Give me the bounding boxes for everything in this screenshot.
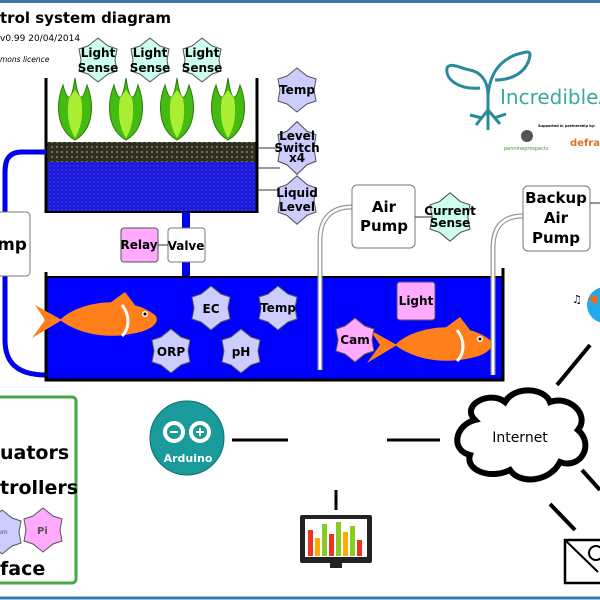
svg-text:Sense: Sense: [430, 216, 471, 230]
svg-text:Pump: Pump: [360, 217, 408, 235]
plant-icon: [211, 77, 245, 141]
pennine-logo-icon: [521, 130, 533, 142]
svg-text:ORP: ORP: [157, 345, 185, 359]
svg-text:EC: EC: [202, 302, 219, 316]
interface-actuators-text: uators: [0, 442, 69, 464]
interface-hex-pi: Pi: [23, 507, 63, 553]
svg-text:um: um: [0, 529, 8, 536]
plant-icon: [58, 77, 92, 141]
svg-text:pH: pH: [232, 345, 251, 359]
backup-air-pump-box: [522, 185, 591, 252]
monitor-icon: [300, 515, 372, 568]
grow-bed: [44, 77, 259, 213]
partner-defra: defra: [570, 138, 600, 149]
camera-sensor: Cam: [335, 317, 375, 363]
twitter-bird-icon: ♫: [572, 287, 600, 323]
cloud-icon: Internet: [454, 387, 589, 483]
pump-pipe: [2, 276, 47, 378]
ec-sensor: EC: [191, 285, 231, 331]
svg-text:Arduino: Arduino: [164, 452, 213, 465]
grow-bed-temp-sensor: Temp: [277, 67, 317, 113]
light-label: Light: [399, 294, 434, 308]
email-icon: [563, 538, 600, 585]
arduino-logo: Arduino: [149, 400, 225, 476]
ph-sensor: pH: [221, 328, 261, 374]
svg-text:Current: Current: [424, 204, 476, 218]
interface-hex-um: um: [0, 509, 22, 555]
svg-text:Level: Level: [279, 200, 315, 214]
partner-pennine: pennineprospects: [504, 146, 549, 152]
light-actuator: [396, 281, 436, 321]
svg-text:Light: Light: [133, 46, 168, 60]
svg-text:Light: Light: [81, 46, 116, 60]
interface-controllers-text: trollers: [0, 477, 78, 499]
licence-text: mons licence: [0, 55, 50, 64]
svg-text:Temp: Temp: [279, 83, 315, 97]
svg-text:Air: Air: [544, 209, 569, 227]
backup-air-tube: [491, 214, 524, 375]
svg-text:Sense: Sense: [78, 61, 119, 75]
svg-text:Sense: Sense: [130, 61, 171, 75]
svg-text:Light: Light: [185, 46, 220, 60]
svg-text:Pump: Pump: [532, 229, 580, 247]
svg-text:Pi: Pi: [37, 526, 48, 537]
plant-icon: [160, 77, 194, 141]
svg-text:Backup: Backup: [525, 189, 587, 207]
svg-text:Liquid: Liquid: [276, 186, 318, 200]
internet-label: Internet: [492, 430, 548, 446]
interface-box: [0, 395, 78, 585]
svg-text:x4: x4: [289, 151, 305, 165]
svg-text:♫: ♫: [572, 293, 582, 306]
svg-text:Air: Air: [372, 198, 397, 216]
valve-label: Valve: [168, 239, 205, 253]
orp-sensor: ORP: [151, 328, 191, 374]
relay-label: Relay: [120, 238, 157, 252]
plant-icon: [109, 77, 143, 141]
svg-text:Temp: Temp: [260, 301, 296, 315]
pump-box: [0, 211, 31, 277]
logo-supported: Supported in partnership by:: [538, 124, 596, 128]
return-pipe: [2, 149, 46, 212]
svg-text:Switch: Switch: [274, 141, 319, 155]
diagram-title: trol system diagram: [0, 9, 171, 27]
logo-name: IncredibleA: [500, 85, 600, 109]
pump-label: mp: [0, 235, 27, 255]
svg-text:Cam: Cam: [340, 333, 369, 347]
seedling-logo: [445, 50, 532, 130]
svg-text:Level: Level: [279, 129, 315, 143]
air-tube: [318, 205, 353, 370]
tank-temp-sensor: Temp: [258, 285, 298, 331]
svg-text:Sense: Sense: [182, 61, 223, 75]
version-text: v0.99 20/04/2014: [0, 34, 80, 44]
interface-face-text: face: [0, 558, 45, 580]
